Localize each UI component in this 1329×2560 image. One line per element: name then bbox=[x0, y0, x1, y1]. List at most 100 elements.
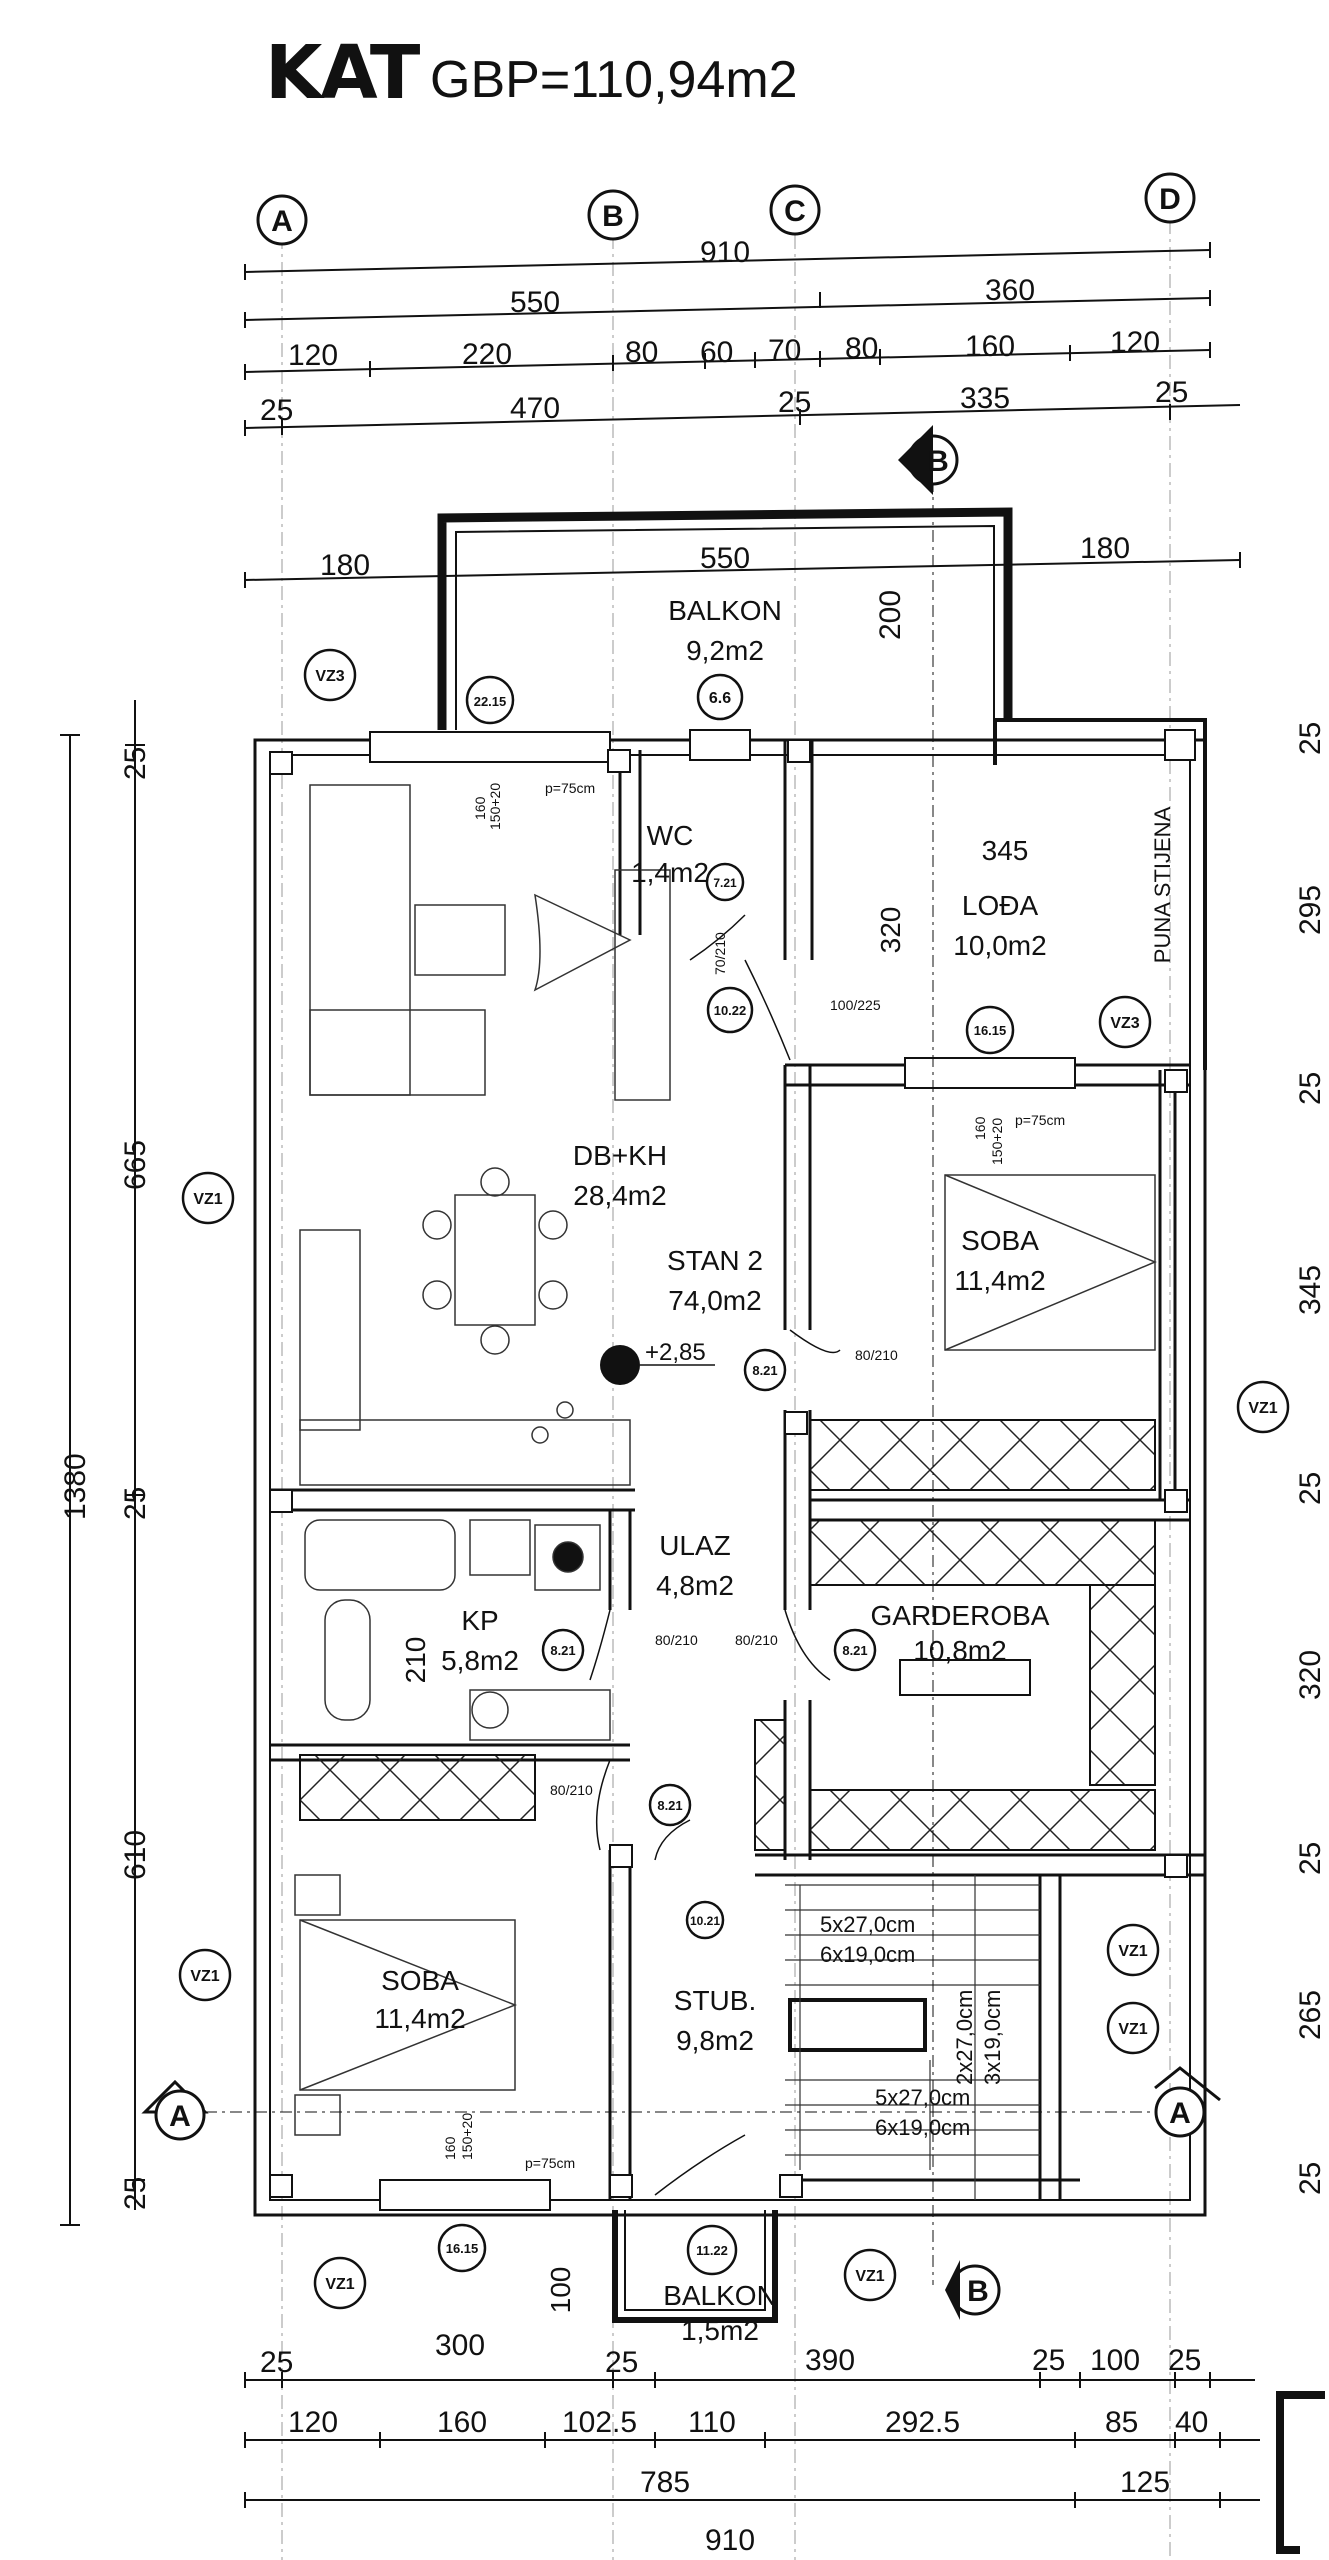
dim-left-w2: 25 bbox=[119, 1487, 152, 1520]
tag-1122-label: 11.22 bbox=[696, 2243, 728, 2258]
stub-area: 9,8m2 bbox=[676, 2025, 754, 2056]
p75-2: p=75cm bbox=[1015, 1112, 1065, 1128]
tag-721 bbox=[705, 862, 745, 902]
balkon-bot-dim: 100 bbox=[545, 2267, 576, 2314]
dim-r1-7: 120 bbox=[1110, 326, 1160, 359]
kp-name: KP bbox=[461, 1605, 498, 1636]
stan-name: STAN 2 bbox=[667, 1245, 763, 1276]
dim-b1-1: 300 bbox=[435, 2329, 485, 2362]
wc-name: WC bbox=[647, 820, 694, 851]
element-tag-labels: VZ3 22.15 6.6 7.21 10.22 16.15 VZ3 VZ1 8… bbox=[190, 668, 1277, 2293]
dim-b1-3: 390 bbox=[805, 2344, 855, 2377]
dim-b3-1: 125 bbox=[1120, 2466, 1170, 2499]
dim-r1-1: 220 bbox=[462, 338, 512, 371]
tag-1022 bbox=[706, 986, 754, 1034]
win-150-b: 150+20 bbox=[989, 1118, 1005, 1165]
door-80-210-b: 80/210 bbox=[655, 1632, 698, 1648]
beds bbox=[294, 1174, 1157, 2136]
stair-notes: 5x27,0cm 6x19,0cm 5x27,0cm 6x19,0cm 2x27… bbox=[820, 1912, 1005, 2140]
door-70-210: 70/210 bbox=[712, 932, 728, 975]
stair-note-d: 6x19,0cm bbox=[875, 2115, 970, 2140]
dim-b2-1: 160 bbox=[437, 2406, 487, 2439]
tag-821-d bbox=[648, 1783, 692, 1827]
dim-r2-2: 25 bbox=[778, 386, 811, 419]
dim-right-8: 25 bbox=[1294, 2162, 1327, 2195]
left-dimension-labels: 1380 665 610 25 25 25 bbox=[59, 747, 152, 2210]
top-dimensions bbox=[244, 242, 1241, 588]
tag-821-c-label: 8.21 bbox=[842, 1643, 867, 1658]
left-dimensions bbox=[60, 700, 145, 2226]
section-b-top-marker bbox=[898, 425, 933, 495]
tag-821-c bbox=[833, 1628, 877, 1672]
tag-vz1-c bbox=[178, 1948, 232, 2002]
dim-balc-h: 200 bbox=[874, 590, 907, 640]
dim-r1-5: 80 bbox=[845, 332, 878, 365]
dim-right-7: 265 bbox=[1294, 1990, 1327, 2040]
dim-r1-3: 60 bbox=[700, 336, 733, 369]
stair-note-f: 3x19,0cm bbox=[980, 1990, 1005, 2085]
balkon-top-area: 9,2m2 bbox=[686, 635, 764, 666]
doors bbox=[589, 914, 841, 2196]
tag-vz1-d-label: VZ1 bbox=[1118, 1943, 1147, 1960]
dim-r1-6: 160 bbox=[965, 330, 1015, 363]
axis-a-marker bbox=[256, 194, 308, 246]
wc-area: 1,4m2 bbox=[631, 857, 709, 888]
p75-3: p=75cm bbox=[525, 2155, 575, 2171]
dim-b1-5: 100 bbox=[1090, 2344, 1140, 2377]
axis-d-label: D bbox=[1159, 183, 1181, 216]
tag-vz1-a-label: VZ1 bbox=[193, 1191, 222, 1208]
tag-1021-label: 10.21 bbox=[690, 1914, 720, 1928]
tag-1122 bbox=[686, 2224, 738, 2276]
door-80-210-c: 80/210 bbox=[735, 1632, 778, 1648]
tag-vz1-g-label: VZ1 bbox=[855, 2268, 884, 2285]
ulaz-name: ULAZ bbox=[659, 1530, 731, 1561]
dim-right-top: 360 bbox=[985, 274, 1035, 307]
tag-vz1-f bbox=[313, 2256, 367, 2310]
section-a-right-label: A bbox=[1169, 2097, 1191, 2130]
living-furniture bbox=[299, 784, 671, 1486]
tag-821-b-label: 8.21 bbox=[550, 1643, 575, 1658]
door-80-210-d: 80/210 bbox=[550, 1782, 593, 1798]
axis-lines bbox=[281, 220, 1171, 2560]
p75-1: p=75cm bbox=[545, 780, 595, 796]
soba1-name: SOBA bbox=[961, 1225, 1039, 1256]
kp-area: 5,8m2 bbox=[441, 1645, 519, 1676]
tag-721-label: 7.21 bbox=[713, 876, 737, 890]
dim-bottom-total: 910 bbox=[705, 2524, 755, 2557]
dim-balc-mid: 550 bbox=[700, 542, 750, 575]
dim-balc-left: 180 bbox=[320, 549, 370, 582]
tag-1615-a-label: 16.15 bbox=[974, 1023, 1007, 1038]
balkon-top-name: BALKON bbox=[668, 595, 782, 626]
tag-821-b bbox=[541, 1628, 585, 1672]
loda-name: LOĐA bbox=[962, 890, 1039, 921]
axis-c-label: C bbox=[784, 195, 806, 228]
puna-stijena: PUNA STIJENA bbox=[1150, 806, 1175, 963]
level-value: +2,85 bbox=[645, 1339, 706, 1366]
dim-b1-0: 25 bbox=[260, 2346, 293, 2379]
tag-66-label: 6.6 bbox=[709, 690, 731, 707]
stair-note-b: 6x19,0cm bbox=[820, 1942, 915, 1967]
loda-dim: 345 bbox=[982, 835, 1029, 866]
tag-vz3-a-label: VZ3 bbox=[315, 668, 344, 685]
dim-r1-2: 80 bbox=[625, 336, 658, 369]
dbkh-name: DB+KH bbox=[573, 1140, 667, 1171]
tag-vz3-a bbox=[303, 648, 357, 702]
stair-note-c: 5x27,0cm bbox=[875, 2085, 970, 2110]
dim-right-3: 345 bbox=[1294, 1265, 1327, 1315]
dim-b2-2: 102.5 bbox=[562, 2406, 637, 2439]
dim-left-w1: 25 bbox=[119, 747, 152, 780]
stub-name: STUB. bbox=[674, 1985, 756, 2016]
dim-balc-right: 180 bbox=[1080, 532, 1130, 565]
dim-r2-4: 25 bbox=[1155, 376, 1188, 409]
tag-vz1-d bbox=[1106, 1923, 1160, 1977]
element-tags bbox=[178, 648, 1290, 2310]
axis-c-marker bbox=[769, 184, 821, 236]
garderoba-area: 10,8m2 bbox=[913, 1635, 1006, 1666]
tag-1615-a bbox=[965, 1005, 1015, 1055]
tag-vz3-b bbox=[1098, 995, 1152, 1049]
dim-left-upper: 665 bbox=[119, 1140, 152, 1190]
level-dot bbox=[600, 1345, 640, 1385]
bottom-dimensions bbox=[244, 2372, 1260, 2508]
tag-vz1-a bbox=[181, 1171, 235, 1225]
